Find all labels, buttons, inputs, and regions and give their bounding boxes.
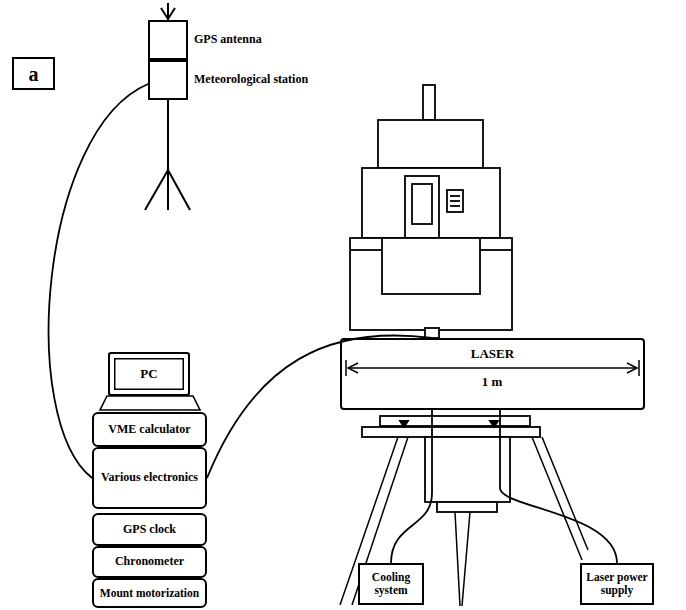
electronics-box: Mount motorization	[92, 578, 207, 608]
power-box: Laser power supply	[580, 563, 654, 605]
cooling-box: Cooling system	[358, 563, 424, 605]
side-label: Meteorological station	[194, 73, 308, 86]
laptop-base	[100, 396, 200, 410]
side-label: GPS antenna	[194, 33, 262, 46]
panel-letter: a	[12, 57, 55, 90]
box-label: Laser power supply	[582, 571, 652, 596]
box-label: Chronometer	[112, 555, 187, 568]
electronics-box: Various electronics	[92, 447, 207, 509]
dimension-arrow	[346, 360, 639, 376]
box-label: Cooling system	[360, 571, 422, 596]
antenna-mast	[145, 3, 190, 210]
electronics-box: VME calculator	[92, 412, 207, 447]
tripod-legs	[340, 437, 588, 606]
box-label: VME calculator	[105, 423, 193, 436]
box-label: Various electronics	[98, 471, 201, 484]
pc-screen: PC	[108, 352, 190, 396]
meteo-station-box: Meteorological station	[148, 60, 188, 100]
box-label: GPS clock	[120, 523, 179, 536]
box-label: PC	[137, 367, 160, 381]
telescope-head	[350, 85, 512, 338]
cable	[391, 410, 432, 563]
dimension-label: 1 m	[467, 374, 517, 390]
gps-antenna-box: GPS antenna	[148, 20, 188, 60]
box-label: a	[26, 63, 42, 85]
cable	[500, 410, 617, 563]
box-label: Mount motorization	[97, 587, 202, 600]
cable	[207, 335, 432, 478]
box-label: LASER	[468, 347, 517, 361]
electronics-box: Chronometer	[92, 546, 207, 578]
electronics-box: GPS clock	[92, 513, 207, 546]
